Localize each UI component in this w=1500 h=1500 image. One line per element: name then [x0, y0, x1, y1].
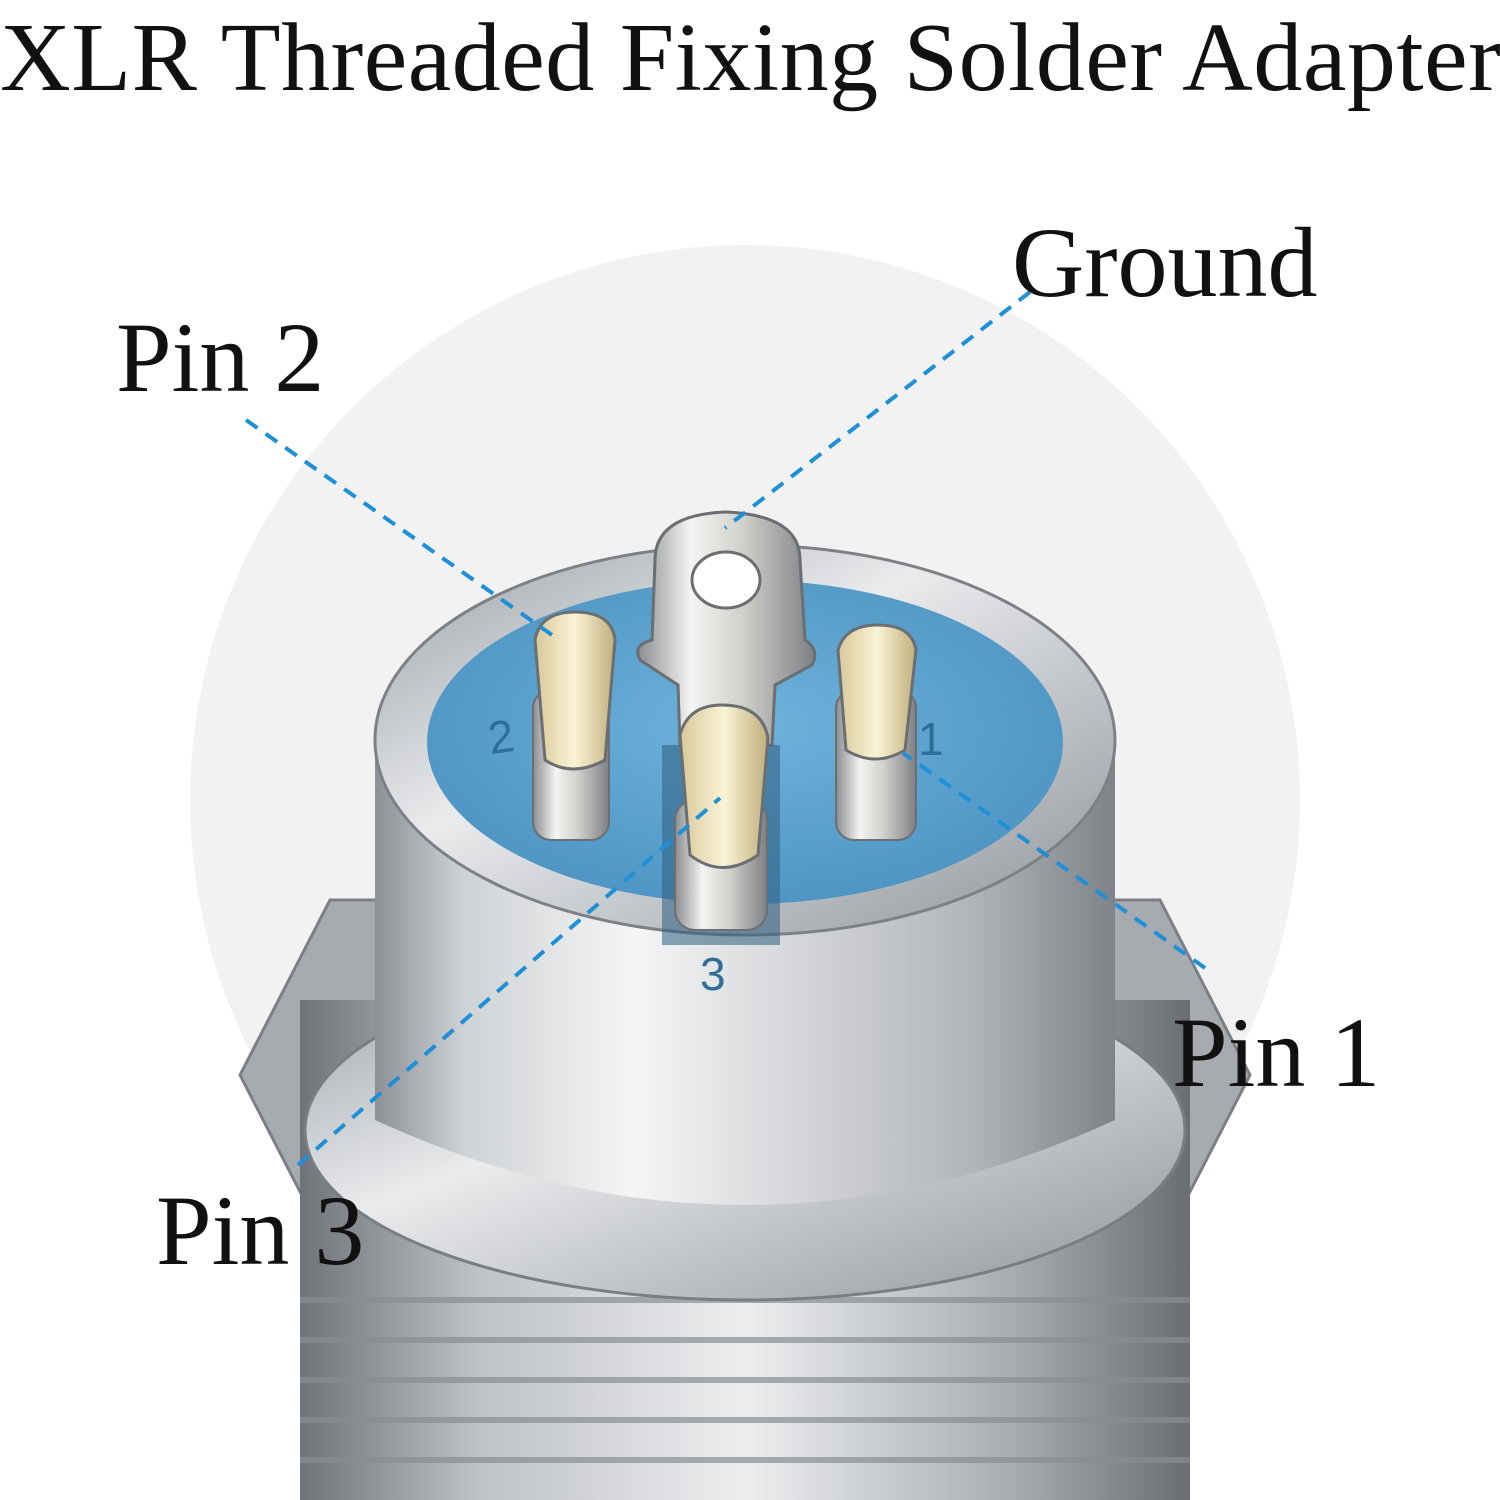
callout-pin-2: Pin 2	[116, 302, 325, 413]
thread-lines	[300, 1297, 1190, 1463]
pin-3-cup	[678, 703, 770, 869]
ground-tab-hole	[690, 550, 762, 610]
page-title: XLR Threaded Fixing Solder Adapter	[0, 4, 1500, 112]
pin-1-cup	[836, 623, 918, 761]
pin-2-cup	[533, 610, 617, 771]
callout-pin-1: Pin 1	[1172, 997, 1381, 1108]
callout-pin-3: Pin 3	[156, 1175, 365, 1286]
ground-tab	[636, 510, 817, 747]
face-number-1: 1	[918, 713, 944, 765]
face-number-3: 3	[700, 948, 726, 1000]
leader-lines	[244, 290, 1207, 1167]
leader-ground	[723, 290, 1032, 530]
leader-pin3	[296, 796, 722, 1167]
callout-ground: Ground	[1012, 207, 1318, 318]
leader-pin1	[901, 751, 1207, 970]
